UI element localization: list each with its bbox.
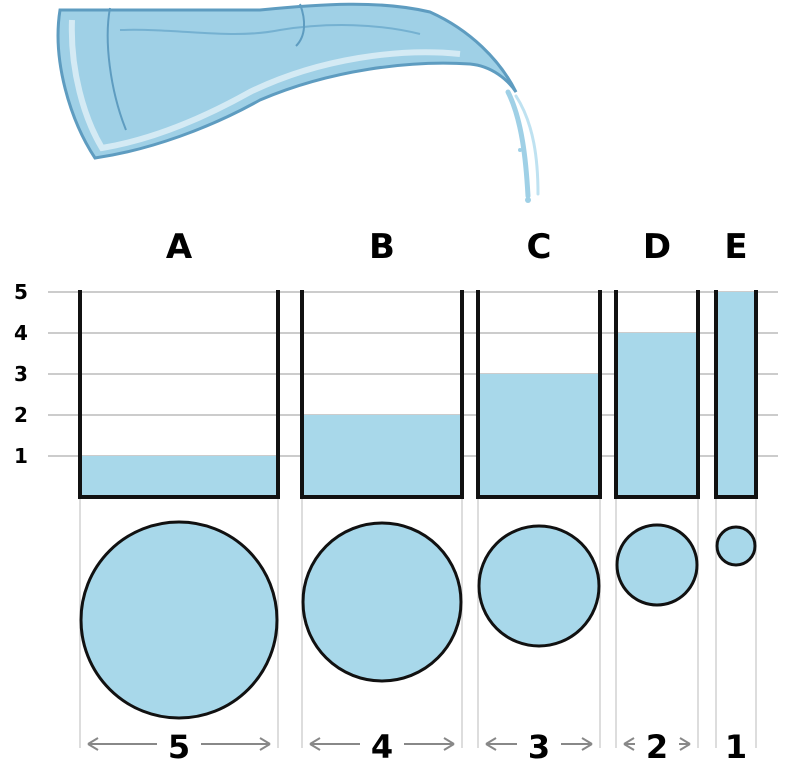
- container-A: A5: [78, 227, 280, 766]
- water-fill-A: [80, 456, 278, 497]
- scale-label-4: 4: [14, 321, 28, 345]
- scale-label-5: 5: [14, 280, 28, 304]
- water-fill-C: [478, 374, 600, 497]
- glass-outline-E: [714, 290, 758, 499]
- container-label-A: A: [166, 227, 193, 267]
- glass-outline-A: [78, 290, 280, 499]
- top-view-circle-E: [715, 525, 757, 567]
- water-fill-D: [616, 333, 698, 497]
- water-fill-E: [716, 292, 756, 497]
- width-arrow-right: [404, 737, 455, 751]
- container-C: C3: [476, 227, 602, 766]
- width-label-C: 3: [528, 728, 550, 766]
- width-label-B: 4: [371, 728, 393, 766]
- scale-label-3: 3: [14, 362, 28, 386]
- container-label-C: C: [527, 227, 552, 267]
- width-arrow-right: [679, 737, 691, 751]
- water-fill-B: [302, 415, 462, 497]
- width-label-D: 2: [646, 728, 668, 766]
- glass-outline-D: [614, 290, 700, 499]
- container-B: B4: [300, 227, 464, 766]
- top-view-circle-B: [301, 521, 463, 683]
- width-arrow-right: [561, 737, 593, 751]
- container-D: D2: [614, 227, 700, 766]
- container-label-B: B: [369, 227, 395, 267]
- width-arrow-left: [623, 737, 635, 751]
- width-label-A: 5: [168, 728, 190, 766]
- scale-label-1: 1: [14, 444, 28, 468]
- top-view-circle-C: [477, 524, 601, 648]
- container-label-D: D: [643, 227, 671, 267]
- scale-label-2: 2: [14, 403, 28, 427]
- top-view-circle-A: [79, 520, 279, 720]
- glass-outline-B: [300, 290, 464, 499]
- width-label-E: 1: [725, 728, 747, 766]
- width-arrow-right: [201, 737, 271, 751]
- container-E: E1: [714, 227, 758, 766]
- width-arrow-left: [485, 737, 517, 751]
- water-pitcher-icon: [56, 2, 540, 203]
- width-arrow-left: [87, 737, 157, 751]
- width-arrow-left: [309, 737, 360, 751]
- top-view-circle-D: [615, 523, 699, 607]
- container-label-E: E: [724, 227, 747, 267]
- glass-outline-C: [476, 290, 602, 499]
